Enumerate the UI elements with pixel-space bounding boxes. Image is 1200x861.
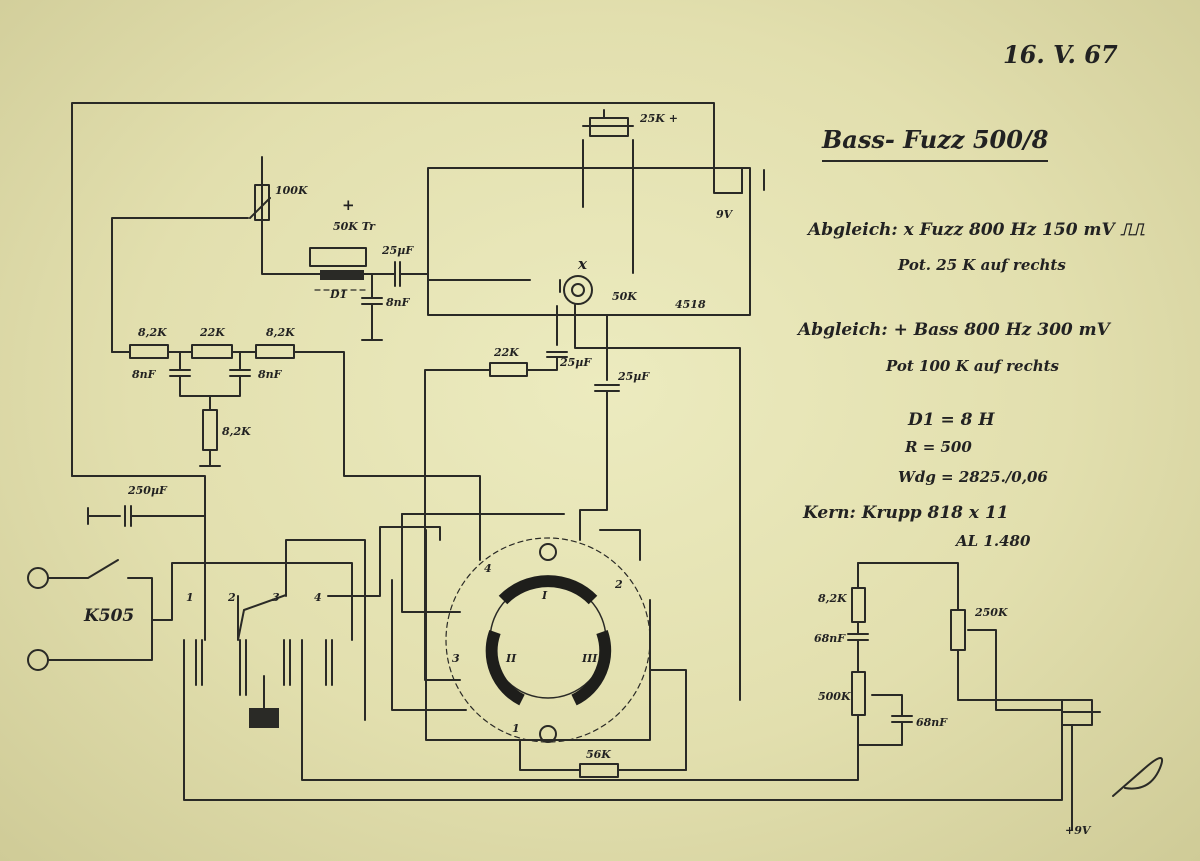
label-rot-1: 1	[512, 722, 520, 735]
wiring	[47, 102, 1101, 831]
note-abgleich-fuzz: Abgleich: x Fuzz 800 Hz 150 mV ⎍⎍	[808, 220, 1145, 240]
label-cap-250uf: 250µF	[128, 484, 167, 497]
label-cap-25uf-a: 25µF	[382, 244, 414, 257]
label-sec-ii: II	[506, 652, 517, 665]
output-jack	[27, 649, 49, 671]
label-rot-4: 4	[484, 562, 492, 575]
label-4518: 4518	[675, 298, 706, 311]
label-pot-25k: 25K +	[640, 112, 678, 125]
pot-50k	[563, 275, 593, 305]
label-plus: +	[342, 196, 355, 214]
label-c-8nf-a: 8nF	[132, 368, 156, 381]
resistor-56k	[579, 763, 619, 778]
pen-logo	[1112, 757, 1164, 797]
pot-25k	[589, 117, 629, 137]
label-c-68nf-a: 68nF	[814, 632, 846, 645]
label-sw-4: 4	[314, 591, 322, 604]
label-c-68nf-b: 68nF	[916, 716, 948, 729]
note-d1: D1 = 8 H	[908, 410, 995, 430]
label-pot-500k: 500K	[818, 690, 851, 703]
label-sec-iii: III	[582, 652, 598, 665]
note-pot-25k: Pot. 25 K auf rechts	[898, 256, 1066, 274]
label-r-22k: 22K	[200, 326, 225, 339]
trimmer-50k	[309, 247, 367, 267]
rotary-switch	[445, 537, 651, 743]
label-r-82k-c: 8,2K	[222, 425, 251, 438]
components	[27, 117, 966, 778]
label-cap-25uf-b: 25µF	[560, 356, 592, 369]
resistor-22k	[191, 344, 233, 359]
note-kern: Kern: Krupp 818 x 11	[803, 503, 1009, 523]
note-abgleich-bass: Abgleich: + Bass 800 Hz 300 mV	[798, 320, 1110, 340]
note-pot-100k: Pot 100 K auf rechts	[886, 357, 1059, 375]
resistor-8k2-d	[851, 587, 866, 623]
input-jack	[27, 567, 49, 589]
label-r-82k-b: 8,2K	[266, 326, 295, 339]
resistor-22k-b	[489, 362, 528, 377]
switch-actuator	[249, 708, 279, 728]
label-pot-50k: 50K	[612, 290, 637, 303]
label-sec-i: I	[542, 589, 548, 602]
label-cap-25uf-c: 25µF	[618, 370, 650, 383]
label-r-22k-b: 22K	[494, 346, 519, 359]
label-pot-250k: 250K	[975, 606, 1008, 619]
label-x: x	[578, 255, 587, 273]
resistor-8k2-b	[255, 344, 295, 359]
resistor-8k2-a	[129, 344, 169, 359]
note-wdg: Wdg = 2825./0,06	[898, 468, 1048, 486]
pot-250k	[950, 609, 966, 651]
label-r-82k-d: 8,2K	[818, 592, 847, 605]
inductor-d1	[320, 270, 364, 280]
pot-500k	[851, 671, 866, 716]
label-9v: 9V	[716, 208, 733, 221]
label-cap-8nf: 8nF	[386, 296, 410, 309]
label-pot-100k: 100K	[275, 184, 308, 197]
label-sw-2: 2	[228, 591, 236, 604]
date: 16. V. 67	[1003, 40, 1118, 69]
label-sw-1: 1	[186, 591, 194, 604]
label-d1: D1	[330, 288, 348, 301]
label-c-8nf-b: 8nF	[258, 368, 282, 381]
label-rot-2: 2	[615, 578, 623, 591]
label-trim-50k: 50K Tr	[333, 220, 375, 233]
pot-100k	[254, 184, 270, 221]
label-supply: +9V	[1065, 824, 1091, 837]
label-rot-3: 3	[452, 652, 460, 665]
label-r-56k: 56K	[586, 748, 611, 761]
label-r-82k-a: 8,2K	[138, 326, 167, 339]
label-k505: K505	[84, 606, 135, 626]
page-title: Bass- Fuzz 500/8	[822, 125, 1049, 162]
label-sw-3: 3	[272, 591, 280, 604]
note-al: AL 1.480	[956, 532, 1031, 550]
note-r: R = 500	[905, 438, 972, 456]
resistor-8k2-c	[202, 409, 218, 451]
